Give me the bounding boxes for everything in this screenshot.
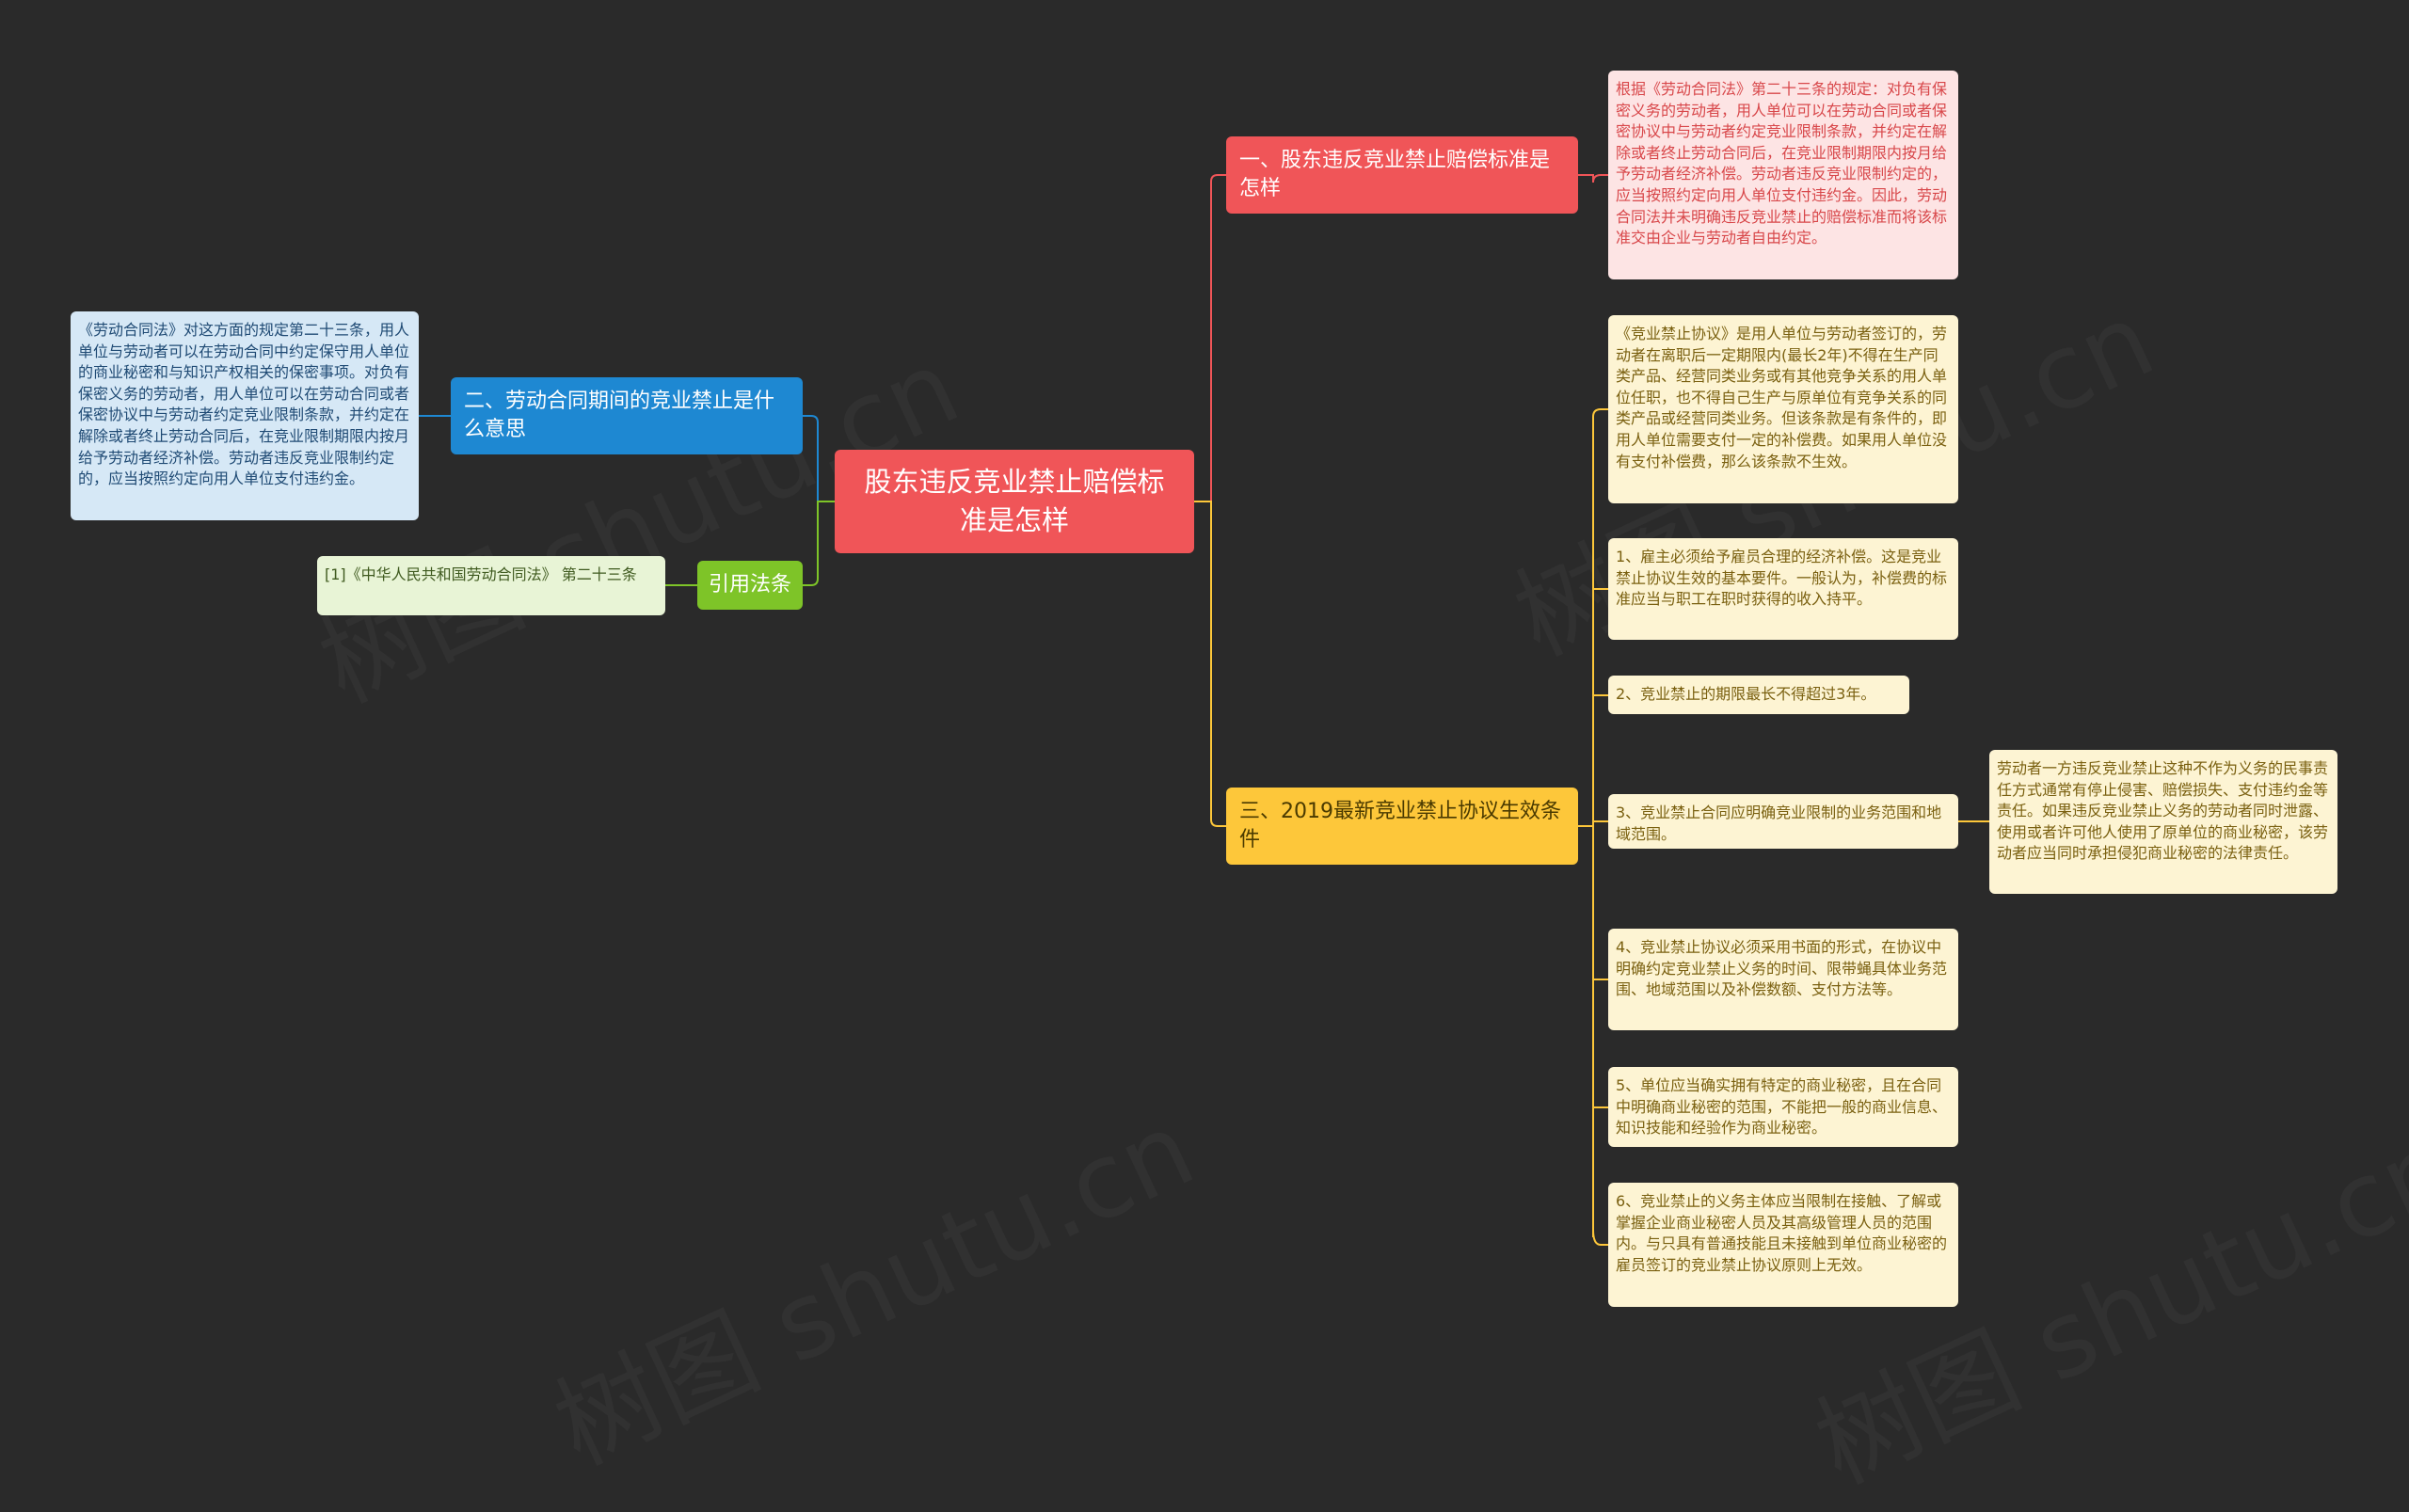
- leaf-condition-6[interactable]: 6、竞业禁止的义务主体应当限制在接触、了解或掌握企业商业秘密人员及其高级管理人员…: [1608, 1183, 1958, 1307]
- leaf-text: 1、雇主必须给予雇员合理的经济补偿。这是竞业禁止协议生效的基本要件。一般认为，补…: [1616, 548, 1948, 609]
- connector-root-b2: [803, 415, 835, 502]
- connector-root-b4: [803, 501, 835, 586]
- branch-cited-law[interactable]: 引用法条: [697, 561, 803, 610]
- branch-compensation-standard[interactable]: 一、股东违反竞业禁止赔偿标准是怎样: [1226, 136, 1578, 214]
- leaf-condition-4[interactable]: 4、竞业禁止协议必须采用书面的形式，在协议中明确约定竞业禁止义务的时间、限带蝇具…: [1608, 929, 1958, 1030]
- root-topic[interactable]: 股东违反竞业禁止赔偿标准是怎样: [835, 450, 1194, 553]
- connector-b1-leaf: [1578, 174, 1608, 183]
- leaf-cited-law[interactable]: [1]《中华人民共和国劳动合同法》 第二十三条: [317, 556, 665, 615]
- leaf-liability-detail[interactable]: 劳动者一方违反竞业禁止这种不作为义务的民事责任方式通常有停止侵害、赔偿损失、支付…: [1989, 750, 2337, 894]
- root-topic-label: 股东违反竞业禁止赔偿标准是怎样: [864, 466, 1165, 536]
- branch-label: 三、2019最新竞业禁止协议生效条件: [1239, 800, 1561, 851]
- branch-label: 引用法条: [708, 573, 791, 597]
- leaf-text: 6、竞业禁止的义务主体应当限制在接触、了解或掌握企业商业秘密人员及其高级管理人员…: [1616, 1192, 1948, 1274]
- leaf-text: 《竞业禁止协议》是用人单位与劳动者签订的，劳动者在离职后一定期限内(最长2年)不…: [1616, 325, 1948, 470]
- leaf-text: 劳动者一方违反竞业禁止这种不作为义务的民事责任方式通常有停止侵害、赔偿损失、支付…: [1997, 759, 2329, 863]
- leaf-text: 《劳动合同法》对这方面的规定第二十三条，用人单位与劳动者可以在劳动合同中约定保守…: [78, 321, 410, 488]
- leaf-meaning-detail[interactable]: 《劳动合同法》对这方面的规定第二十三条，用人单位与劳动者可以在劳动合同中约定保守…: [71, 311, 419, 520]
- connector-b3-leaf0: [1592, 408, 1608, 418]
- leaf-condition-1[interactable]: 1、雇主必须给予雇员合理的经济补偿。这是竞业禁止协议生效的基本要件。一般认为，补…: [1608, 538, 1958, 640]
- connector-root-b3: [1194, 501, 1226, 827]
- connector-root-b1: [1194, 174, 1226, 502]
- connector-lines: [419, 174, 1989, 1246]
- leaf-text: 2、竞业禁止的期限最长不得超过3年。: [1616, 685, 1876, 703]
- leaf-condition-3[interactable]: 3、竞业禁止合同应明确竞业限制的业务范围和地域范围。: [1608, 794, 1958, 849]
- leaf-text: [1]《中华人民共和国劳动合同法》 第二十三条: [325, 565, 637, 583]
- leaf-text: 根据《劳动合同法》第二十三条的规定：对负有保密义务的劳动者，用人单位可以在劳动合…: [1616, 80, 1948, 247]
- connector-b3-leaf6: [1592, 1229, 1608, 1246]
- leaf-text: 3、竞业禁止合同应明确竞业限制的业务范围和地域范围。: [1616, 804, 1942, 843]
- leaf-agreement-definition[interactable]: 《竞业禁止协议》是用人单位与劳动者签订的，劳动者在离职后一定期限内(最长2年)不…: [1608, 315, 1958, 503]
- branch-label: 一、股东违反竞业禁止赔偿标准是怎样: [1239, 149, 1551, 200]
- leaf-condition-2[interactable]: 2、竞业禁止的期限最长不得超过3年。: [1608, 676, 1909, 714]
- branch-meaning-during-contract[interactable]: 二、劳动合同期间的竞业禁止是什么意思: [451, 377, 803, 454]
- leaf-text: 5、单位应当确实拥有特定的商业秘密，且在合同中明确商业秘密的范围，不能把一般的商…: [1616, 1076, 1948, 1138]
- branch-agreement-conditions[interactable]: 三、2019最新竞业禁止协议生效条件: [1226, 788, 1578, 865]
- leaf-text: 4、竞业禁止协议必须采用书面的形式，在协议中明确约定竞业禁止义务的时间、限带蝇具…: [1616, 938, 1948, 999]
- leaf-compensation-detail[interactable]: 根据《劳动合同法》第二十三条的规定：对负有保密义务的劳动者，用人单位可以在劳动合…: [1608, 71, 1958, 279]
- branch-label: 二、劳动合同期间的竞业禁止是什么意思: [464, 390, 775, 441]
- leaf-condition-5[interactable]: 5、单位应当确实拥有特定的商业秘密，且在合同中明确商业秘密的范围，不能把一般的商…: [1608, 1067, 1958, 1147]
